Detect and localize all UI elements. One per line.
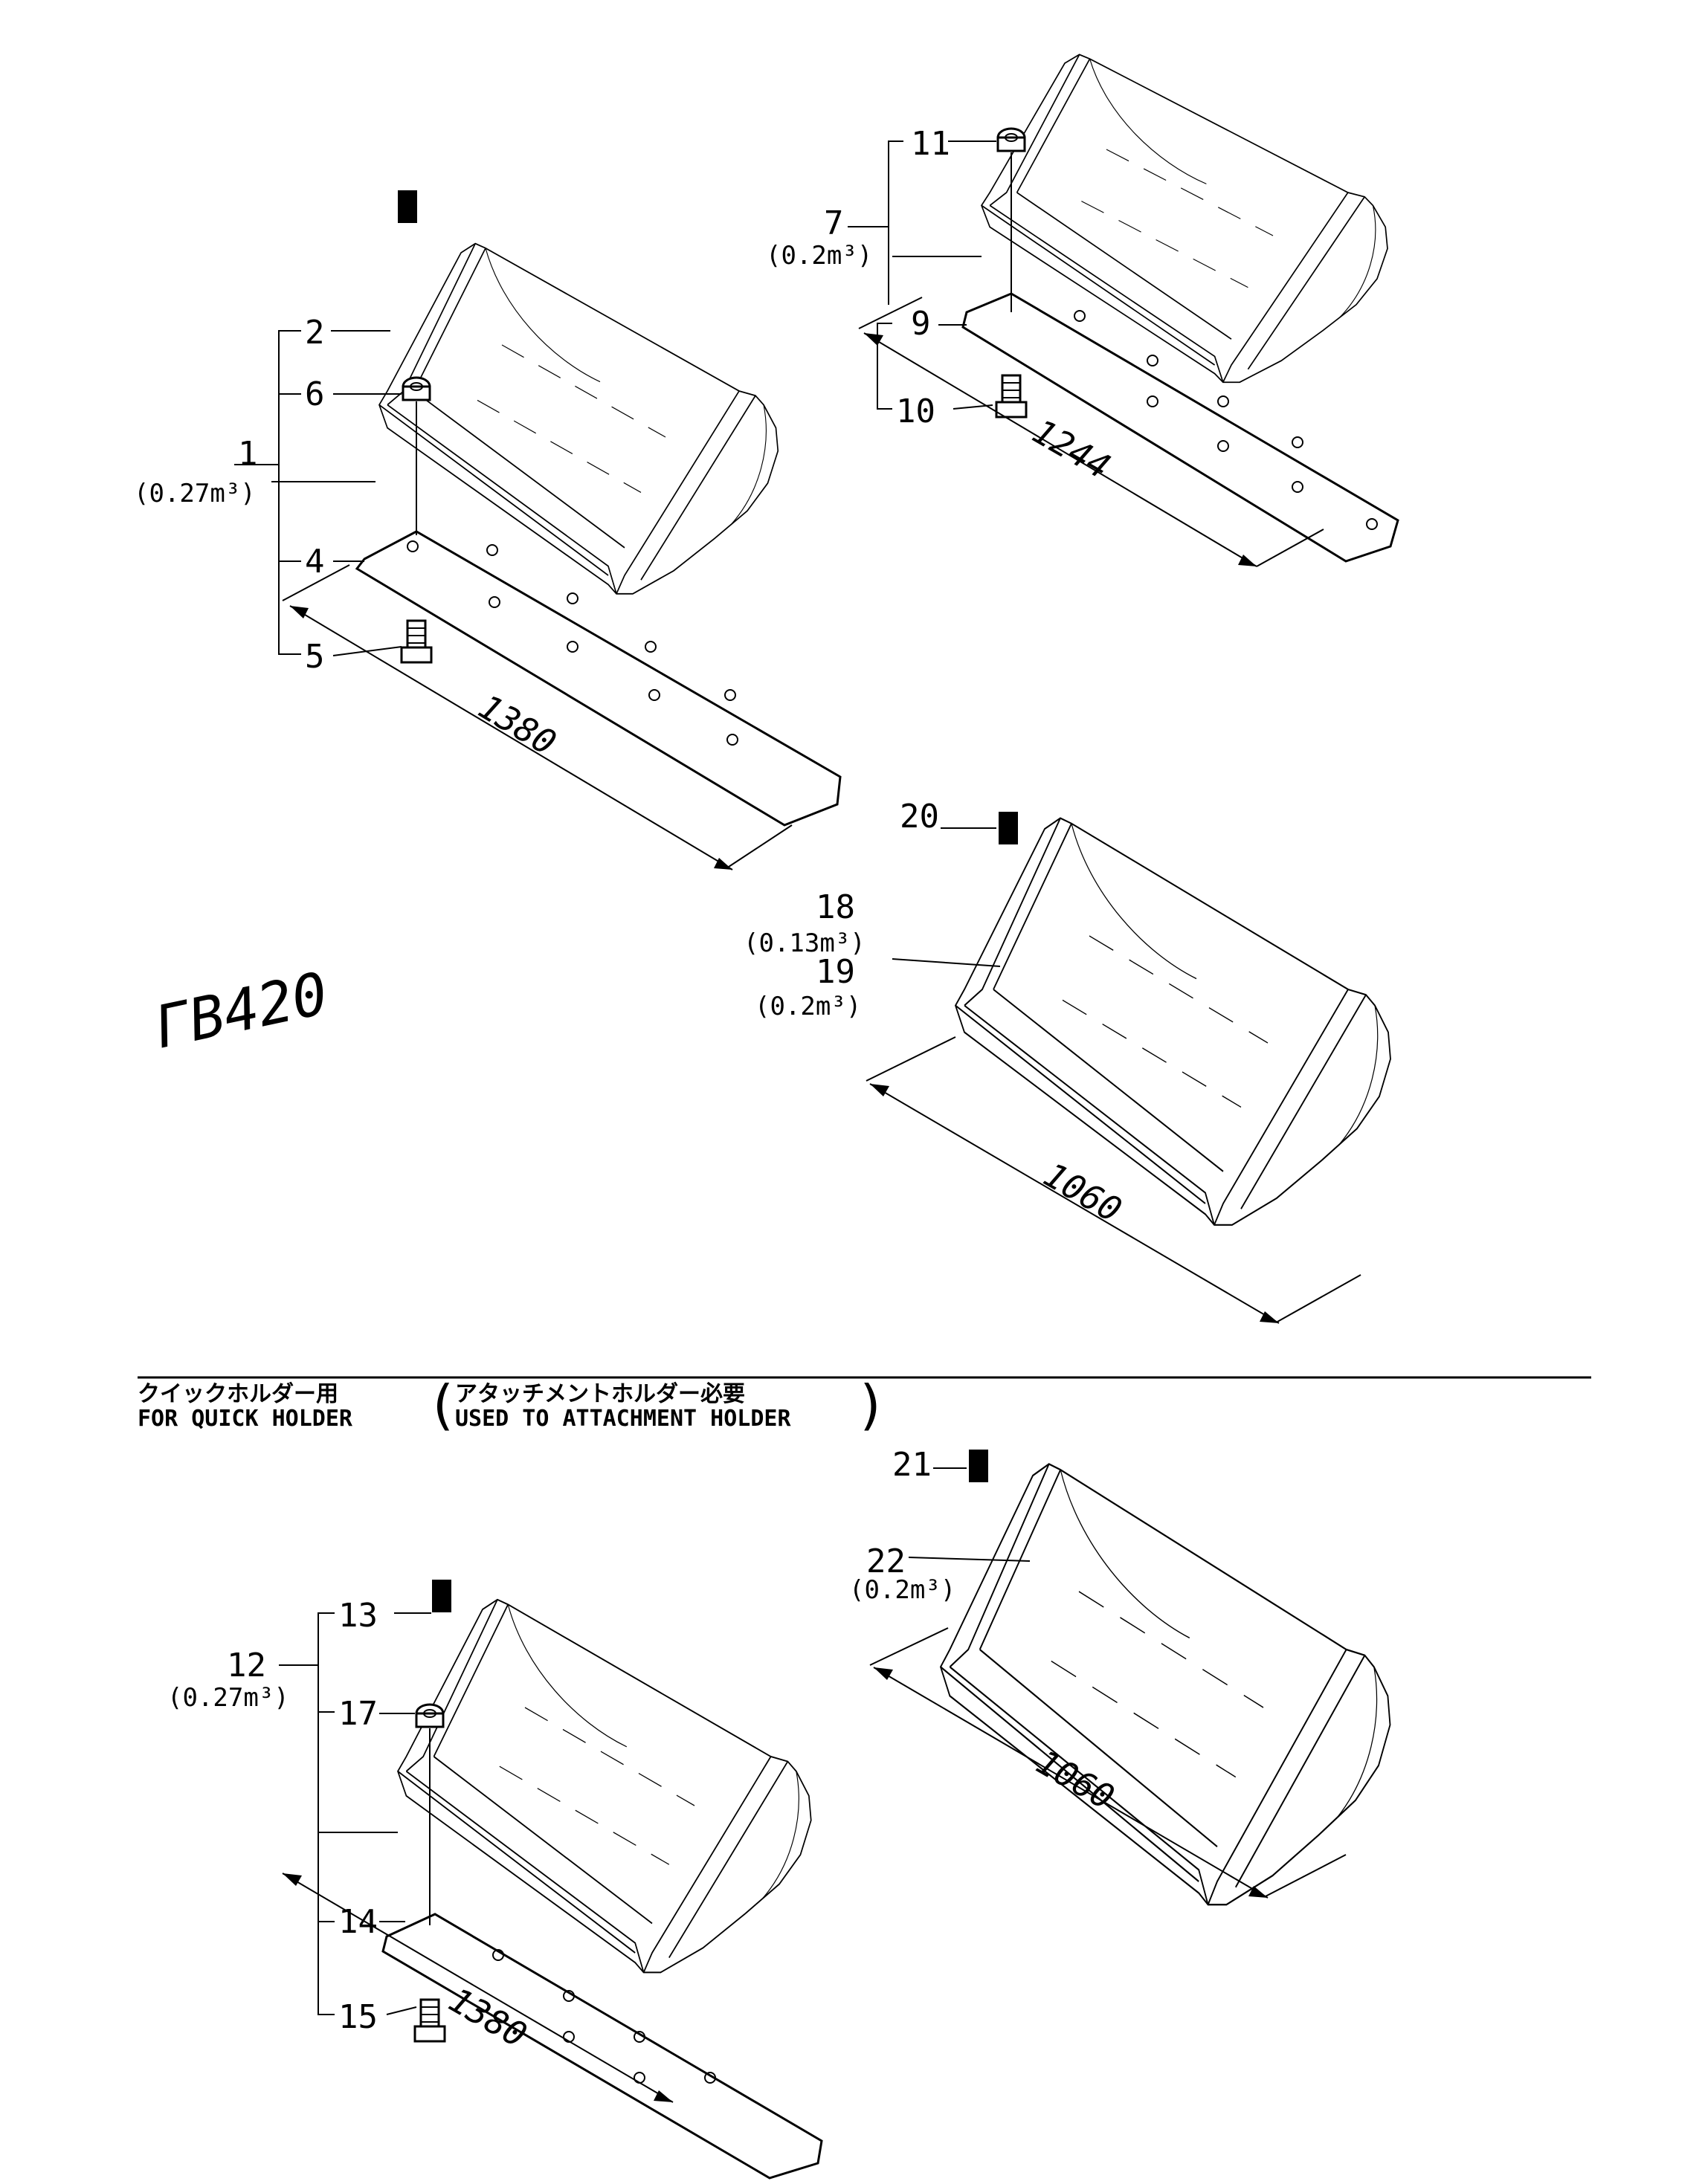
header-jp: クイックホルダー用: [138, 1381, 338, 1407]
svg-text:): ): [855, 1374, 887, 1436]
callout-5: 5: [305, 638, 325, 676]
bucket-22-drawing: 1060: [869, 1450, 1391, 1906]
dim-1244: 1244: [1026, 411, 1118, 487]
callout-6: 6: [305, 375, 325, 413]
callout-4: 4: [305, 543, 325, 581]
callout-11: 11: [911, 125, 950, 163]
callout-15: 15: [338, 1998, 378, 2036]
bolt-10: [995, 374, 1028, 419]
callouts-bucket-22: 21 22 (0.2m³): [849, 1446, 1031, 1605]
label-block-13: [432, 1580, 451, 1612]
callout-18: 18: [816, 888, 855, 926]
callout-19-capacity: (0.2m³): [755, 992, 861, 1021]
callouts-bucket-1: 2 6 1 (0.27m³) 4 5: [134, 314, 402, 676]
dim-1380-top: 1380: [471, 686, 563, 763]
bolt-5: [400, 619, 433, 664]
bucket-1-drawing: 1380: [282, 190, 842, 870]
callouts-bucket-18: 20 18 (0.13m³) 19 (0.2m³): [744, 798, 1001, 1021]
edge-holes-7: [1074, 310, 1378, 530]
callout-9: 9: [911, 305, 931, 343]
callout-1-capacity: (0.27m³): [134, 479, 256, 508]
callout-18-capacity: (0.13m³): [744, 928, 866, 958]
header-note-en: USED TO ATTACHMENT HOLDER: [455, 1406, 791, 1432]
callout-10: 10: [896, 392, 935, 430]
header-note-jp: アタッチメントホルダー必要: [455, 1381, 745, 1407]
bucket-18-drawing: 1060: [866, 812, 1392, 1324]
label-block-21: [969, 1450, 988, 1482]
header-en: FOR QUICK HOLDER: [138, 1406, 353, 1432]
callout-13: 13: [338, 1597, 378, 1635]
nut-6: [402, 376, 431, 401]
callout-14: 14: [338, 1903, 378, 1941]
nut-11: [996, 127, 1026, 152]
callout-1: 1: [238, 435, 258, 473]
section-header: クイックホルダー用 FOR QUICK HOLDER ( アタッチメントホルダー…: [138, 1374, 887, 1436]
callouts-bucket-12: 13 12 (0.27m³) 17 14 15: [167, 1597, 431, 2036]
callout-17: 17: [338, 1695, 378, 1733]
label-block-2: [398, 190, 417, 223]
label-block-20: [999, 812, 1018, 844]
callout-12-capacity: (0.27m³): [167, 1683, 289, 1713]
edge-holes-12: [492, 1949, 716, 2084]
bucket-12-drawing: 1380: [282, 1580, 823, 2180]
callout-19: 19: [816, 953, 855, 991]
callout-21: 21: [892, 1446, 932, 1484]
cutting-edge-12: [381, 1913, 823, 2180]
nut-17: [415, 1703, 445, 1728]
dim-1060-middle: 1060: [1037, 1154, 1129, 1230]
edge-holes-1: [407, 540, 738, 746]
callout-20: 20: [900, 798, 939, 836]
svg-text:(: (: [426, 1374, 458, 1436]
bolt-15: [413, 1998, 446, 2043]
callout-22-capacity: (0.2m³): [849, 1575, 955, 1605]
callout-12: 12: [227, 1647, 266, 1684]
callout-7-capacity: (0.2m³): [766, 241, 872, 271]
callout-22: 22: [866, 1542, 906, 1580]
callouts-bucket-7: 11 7 (0.2m³) 9 10: [766, 125, 996, 430]
callout-7: 7: [824, 204, 844, 242]
handwritten-note: ГВ420: [149, 960, 333, 1062]
callout-2: 2: [305, 314, 325, 352]
